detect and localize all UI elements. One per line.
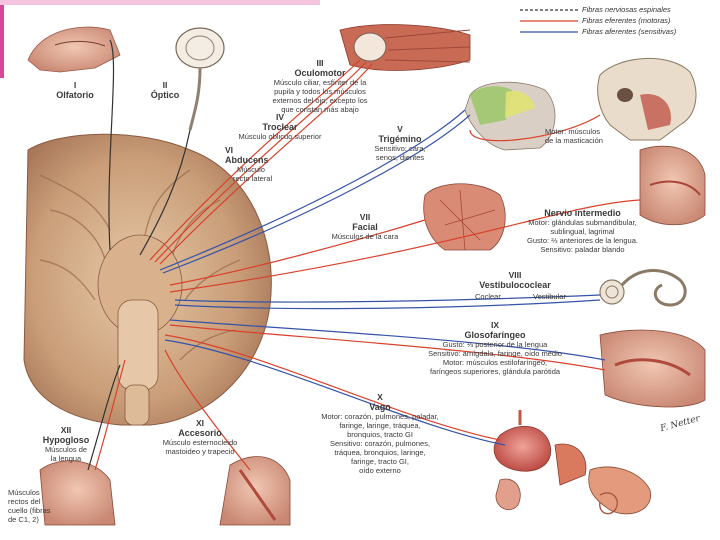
cervical-muscles-note: Músculos rectos del cuello (fibras de C1… (8, 488, 51, 524)
trigeminal-head-illustration (464, 81, 556, 151)
nerve-vi-label: VI Abducens Músculo recto lateral (225, 145, 273, 183)
intermedius-head-section (639, 145, 706, 226)
nerve-v-motor-label: Motor: músculos de la masticación (545, 127, 603, 145)
inner-ear-illustration (599, 269, 687, 307)
nerve-ii-label: II Óptico (150, 80, 180, 100)
nerve-iv-label: IV Troclear Músculo oblicuo superior (238, 112, 322, 141)
glossopharyngeal-head-section (599, 329, 706, 408)
nerve-fibre-lines (87, 39, 641, 471)
nerve-xi-label: XI Accesorio Músculo esternocleido masto… (162, 418, 238, 456)
nervus-intermedius-label: Nervio intermedio Motor: glándulas subma… (527, 208, 638, 254)
nerve-iii-label: III Oculomotor Músculo ciliar, esfínter … (272, 58, 368, 114)
nerve-viii-label: VIII Vestibulococlear (479, 270, 551, 290)
legend-spinal: Fibras nerviosas espinales (582, 5, 671, 14)
legend-afferent: Fibras aferentes (sensitivas) (582, 27, 677, 36)
vagus-organs-illustration (493, 410, 652, 515)
nerve-i-label: I Olfatorio (56, 80, 94, 100)
skull-mastication-illustration (597, 57, 697, 141)
nerve-xii-label: XII Hypogloso Músculos de la lengua (42, 425, 90, 463)
orbit-muscles-illustration (339, 24, 471, 71)
neck-figures-illustration (39, 456, 291, 526)
olfactory-nose-illustration (27, 26, 121, 73)
facial-head-illustration (423, 183, 506, 251)
nerve-ix-label: IX Glosofaríngeo Gusto: ⅓ posterior de l… (428, 320, 562, 376)
optic-eye-illustration (175, 27, 225, 131)
legend-efferent: Fibras eferentes (motoras) (582, 16, 671, 25)
nerve-v-label: V Trigémino Sensitivo: cara, senos, dien… (374, 124, 426, 162)
nerve-viii-cochlear-label: Coclear (475, 292, 501, 301)
nerve-viii-vestibular-label: Vestibular (533, 292, 566, 301)
nerve-x-label: X Vago Motor: corazón, pulmones, paladar… (321, 392, 439, 475)
slide-accent-bar (0, 0, 4, 78)
slide-top-strip (0, 0, 320, 5)
legend-line-samples (520, 9, 578, 33)
nerve-vii-label: VII Facial Músculos de la cara (331, 212, 399, 241)
